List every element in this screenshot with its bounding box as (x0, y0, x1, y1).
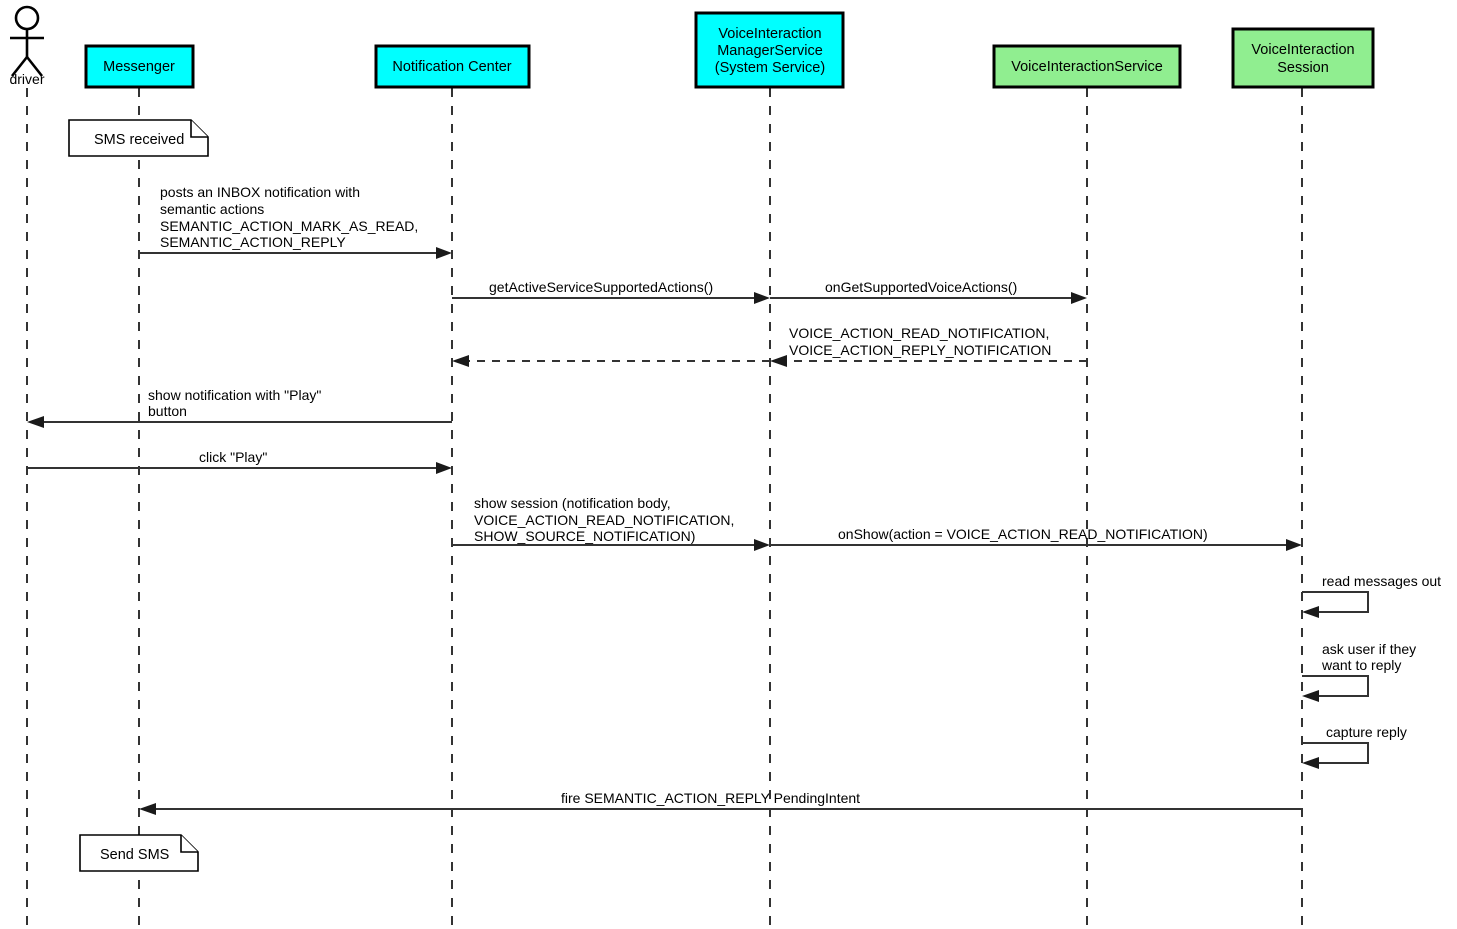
msg-post-inbox-arrowhead (436, 247, 452, 259)
self-message-capture-reply: capture reply (1302, 724, 1407, 769)
note-sms-received-shape (68, 119, 209, 157)
participant-vis-label-line1: VoiceInteraction (1251, 42, 1354, 58)
participant-messenger[interactable]: Messenger (84, 44, 195, 89)
msg-post-inbox-line2: semantic actions (160, 201, 264, 217)
self-capture-reply-loop (1302, 742, 1369, 764)
msg-post-inbox-line4: SEMANTIC_ACTION_REPLY (160, 234, 346, 250)
note-sms-received: SMS received (68, 119, 209, 157)
participant-vims-label-line1: VoiceInteraction (718, 26, 821, 42)
msg-show-session-line1: show session (notification body, (474, 495, 671, 511)
message-on-show: onShow(action = VOICE_ACTION_READ_NOTIFI… (770, 526, 1302, 551)
self-ask-user-reply-line1: ask user if they (1322, 641, 1416, 657)
message-show-session: show session (notification body, VOICE_A… (452, 495, 770, 551)
message-show-notification-play: show notification with "Play" button (27, 387, 452, 428)
msg-get-active-arrowhead (754, 292, 770, 304)
note-send-sms-shape (79, 834, 199, 872)
actor-driver-label: driver (9, 71, 44, 87)
msg-show-session-line2: VOICE_ACTION_READ_NOTIFICATION, (474, 512, 734, 528)
message-click-play: click "Play" (27, 449, 452, 474)
self-ask-user-reply-line2: want to reply (1321, 657, 1401, 673)
participant-vis-label-line2: Session (1277, 60, 1329, 76)
msg-click-play-arrowhead (436, 462, 452, 474)
self-capture-reply-arrowhead (1302, 757, 1319, 769)
participant-notification-center-box (374, 44, 531, 89)
note-sms-received-fold (190, 120, 208, 138)
message-return-voice-actions: VOICE_ACTION_READ_NOTIFICATION, VOICE_AC… (770, 325, 1087, 367)
self-message-read-messages-out: read messages out (1302, 573, 1441, 618)
msg-post-inbox-line1: posts an INBOX notification with (160, 184, 360, 200)
msg-get-active-label: getActiveServiceSupportedActions() (489, 279, 713, 295)
msg-click-play-label: click "Play" (199, 449, 267, 465)
msg-on-show-arrowhead (1286, 539, 1302, 551)
self-ask-user-reply-arrowhead (1302, 690, 1319, 702)
msg-return-voice-actions-arrowhead (770, 355, 787, 367)
message-on-get-supported-voice-actions: onGetSupportedVoiceActions() (770, 279, 1087, 304)
participant-voice-interaction-manager-service[interactable]: VoiceInteraction ManagerService (System … (694, 11, 845, 89)
self-message-ask-user-reply: ask user if they want to reply (1302, 641, 1416, 702)
msg-show-session-arrowhead (754, 539, 770, 551)
self-read-messages-out-arrowhead (1302, 606, 1319, 618)
note-sms-received-label: SMS received (94, 132, 184, 148)
self-capture-reply-label: capture reply (1326, 724, 1407, 740)
note-send-sms: Send SMS (79, 834, 199, 872)
self-ask-user-reply-loop (1302, 675, 1369, 697)
participant-voice-interaction-manager-service-box (694, 11, 845, 89)
message-fire-pending-intent: fire SEMANTIC_ACTION_REPLY PendingIntent (139, 790, 1302, 815)
actor-leg-left-icon (10, 56, 29, 77)
message-get-active-service-supported-actions: getActiveServiceSupportedActions() (452, 279, 770, 304)
participant-voice-interaction-session-box (1231, 27, 1375, 89)
participant-voice-interaction-service-label: VoiceInteractionService (1011, 59, 1163, 75)
msg-return-voice-actions-line2: VOICE_ACTION_REPLY_NOTIFICATION (789, 342, 1051, 358)
participant-notification-center[interactable]: Notification Center (374, 44, 531, 89)
msg-on-get-supported-label: onGetSupportedVoiceActions() (825, 279, 1017, 295)
msg-show-notification-arrowhead (27, 416, 44, 428)
participant-vims-label-line3: (System Service) (715, 60, 825, 76)
msg-post-inbox-line3: SEMANTIC_ACTION_MARK_AS_READ, (160, 218, 418, 234)
actor-head-icon (14, 5, 40, 31)
participant-messenger-box (84, 44, 195, 89)
actor-driver[interactable]: driver (9, 5, 45, 87)
msg-on-get-supported-arrowhead (1071, 292, 1087, 304)
actor-leg-right-icon (25, 56, 44, 77)
participant-vims-label-line2: ManagerService (717, 43, 823, 59)
msg-show-notification-line1: show notification with "Play" (148, 387, 321, 403)
msg-fire-pending-intent-arrowhead (139, 803, 156, 815)
participant-voice-interaction-service-box (992, 44, 1182, 89)
self-read-messages-out-loop (1302, 591, 1369, 613)
msg-show-notification-line2: button (148, 403, 187, 419)
msg-return-voice-actions-line1: VOICE_ACTION_READ_NOTIFICATION, (789, 325, 1049, 341)
lifelines (26, 88, 1303, 929)
message-return-voice-actions-2 (452, 355, 770, 367)
participant-voice-interaction-session[interactable]: VoiceInteraction Session (1231, 27, 1375, 89)
participant-voice-interaction-service[interactable]: VoiceInteractionService (992, 44, 1182, 89)
participant-messenger-label: Messenger (103, 59, 175, 75)
msg-on-show-label: onShow(action = VOICE_ACTION_READ_NOTIFI… (838, 526, 1208, 542)
message-post-inbox-notification: posts an INBOX notification with semanti… (139, 184, 452, 259)
msg-fire-pending-intent-label: fire SEMANTIC_ACTION_REPLY PendingIntent (561, 790, 860, 806)
self-read-messages-out-label: read messages out (1322, 573, 1441, 589)
msg-show-session-line3: SHOW_SOURCE_NOTIFICATION) (474, 528, 695, 544)
note-send-sms-fold (180, 835, 198, 853)
msg-return-voice-actions-2-arrowhead (452, 355, 469, 367)
participant-notification-center-label: Notification Center (392, 59, 511, 75)
note-send-sms-label: Send SMS (100, 847, 169, 863)
